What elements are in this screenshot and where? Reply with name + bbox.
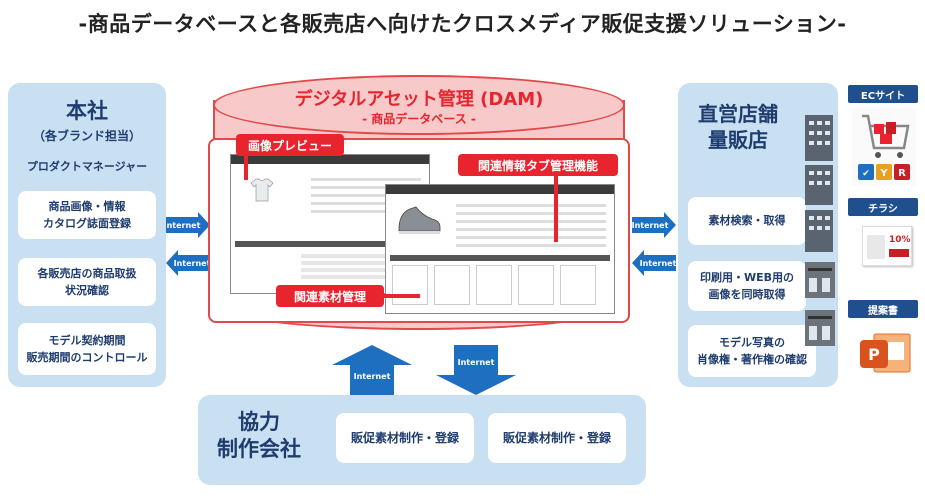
arrow-partner-to-dam: Internet xyxy=(332,345,412,395)
honsha-item-catalog: 商品画像・情報 カタログ誌面登録 xyxy=(18,191,156,239)
tshirt-icon xyxy=(250,178,274,202)
honsha-subtitle: （各ブランド担当） xyxy=(32,129,141,143)
flyer-icon: 10% xyxy=(862,226,912,266)
label-tab-management: 関連情報タブ管理機能 xyxy=(458,154,618,176)
svg-text:Y: Y xyxy=(879,168,888,179)
arrow-label: Internet xyxy=(458,358,495,367)
partner-title: 協力 制作会社 xyxy=(217,410,301,462)
channel-label-ec: ECサイト xyxy=(848,85,918,103)
label-image-preview: 画像プレビュー xyxy=(236,134,344,156)
store-item-print-web: 印刷用・WEB用の 画像を同時取得 xyxy=(688,261,806,311)
honsha-title: 本社 xyxy=(66,99,108,123)
store-building-icon xyxy=(805,262,835,298)
screenshot-info-lines xyxy=(311,173,421,223)
arrow-dam-to-store: Internet xyxy=(632,212,676,238)
building-icon xyxy=(805,165,833,205)
flyer-discount: 10% xyxy=(889,235,911,245)
pointer-line xyxy=(384,294,420,298)
svg-text:✔: ✔ xyxy=(862,169,870,179)
asset-thumb-3 xyxy=(476,265,512,305)
shoe-icon xyxy=(398,206,441,234)
arrow-label: Internet xyxy=(174,259,210,268)
presentation-icon: P xyxy=(860,333,911,373)
honsha-panel: 本社 （各ブランド担当） プロダクトマネージャー 商品画像・情報 カタログ誌面登… xyxy=(8,83,166,387)
building-icon xyxy=(805,210,833,252)
arrow-honsha-to-dam: Internet xyxy=(166,212,210,238)
store-building-icon xyxy=(805,310,835,346)
arrow-label: Internet xyxy=(354,372,391,381)
svg-text:P: P xyxy=(868,345,880,364)
asset-thumb-4 xyxy=(518,265,554,305)
arrow-store-to-dam: Internet xyxy=(632,250,676,276)
label-related-assets: 関連素材管理 xyxy=(276,285,384,307)
asset-thumb-5 xyxy=(560,265,596,305)
pointer-line xyxy=(554,176,558,242)
channel-label-proposal: 提案書 xyxy=(848,300,918,318)
building-icon xyxy=(805,115,833,161)
svg-text:R: R xyxy=(898,168,906,179)
screenshot-related xyxy=(385,184,615,314)
partner-item-2: 販促素材制作・登録 xyxy=(488,413,626,463)
store-title: 直営店舗 量販店 xyxy=(698,102,778,152)
store-item-rights: モデル写真の 肖像権・著作権の確認 xyxy=(688,325,816,377)
honsha-item-status: 各販売店の商品取扱 状況確認 xyxy=(18,258,156,306)
honsha-item-period: モデル契約期間 販売期間のコントロール xyxy=(18,323,156,375)
dam-cylinder-top xyxy=(213,75,625,135)
channel-label-flyer: チラシ xyxy=(848,198,918,216)
arrow-label: Internet xyxy=(632,221,669,230)
partner-panel: 協力 制作会社 販促素材制作・登録 販促素材制作・登録 xyxy=(198,395,646,485)
screenshot-tabs xyxy=(235,241,425,247)
arrow-dam-to-partner: Internet xyxy=(436,345,516,395)
screenshot-fields xyxy=(301,251,421,291)
shopping-cart-icon: ✔ Y R xyxy=(852,108,916,186)
pointer-line xyxy=(244,156,248,180)
dam-screen: 画像プレビュー 関連情報タブ管理機能 関連素材管理 xyxy=(208,134,630,323)
dam-title: デジタルアセット管理 (DAM) xyxy=(294,89,544,110)
honsha-role: プロダクトマネージャー xyxy=(26,160,148,173)
store-item-search: 素材検索・取得 xyxy=(688,197,806,245)
flyer-banner xyxy=(889,249,909,257)
dam-subtitle: - 商品データベース - xyxy=(362,112,476,126)
asset-thumb-1 xyxy=(392,265,428,305)
flyer-image xyxy=(867,235,885,259)
screenshot-tabs xyxy=(390,255,610,261)
partner-item-1: 販促素材制作・登録 xyxy=(336,413,474,463)
arrow-label: Internet xyxy=(166,221,201,230)
screenshot-info-lines xyxy=(456,199,606,252)
asset-thumb-2 xyxy=(434,265,470,305)
screenshot-titlebar xyxy=(386,185,614,194)
arrow-label: Internet xyxy=(640,259,676,268)
page-title: -商品データベースと各販売店へ向けたクロスメディア販促支援ソリューション- xyxy=(78,12,847,36)
arrow-dam-to-honsha: Internet xyxy=(166,250,210,276)
screenshot-titlebar xyxy=(231,155,429,164)
